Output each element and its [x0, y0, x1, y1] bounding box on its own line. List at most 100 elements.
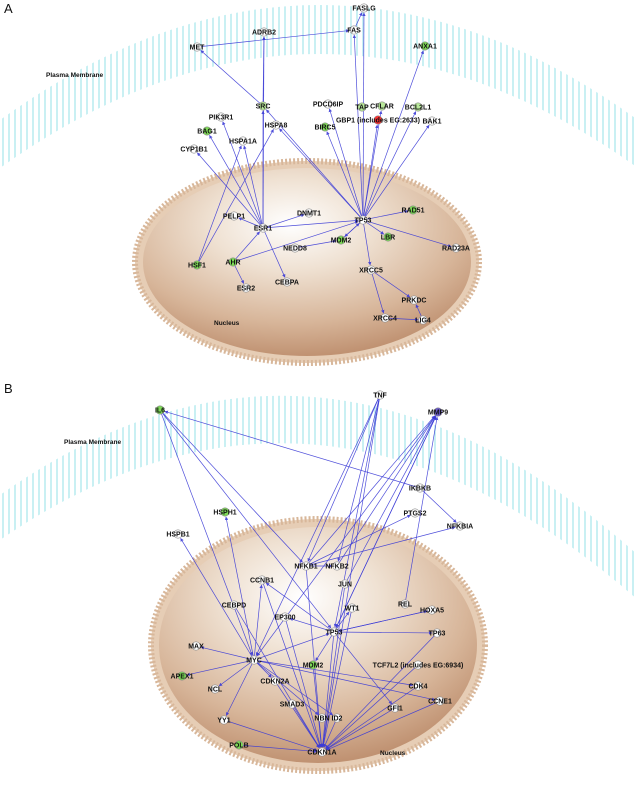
node-cdk4[interactable]: CDK4 — [408, 681, 428, 691]
node-met[interactable]: MET — [190, 42, 206, 52]
node-nfkb1[interactable]: NFKB1 — [294, 561, 318, 571]
node-xrcc5[interactable]: XRCC5 — [359, 265, 383, 275]
node-lig4[interactable]: LIG4 — [415, 315, 431, 325]
node-pdcd6ip-label: PDCD6IP — [313, 102, 344, 109]
node-fas[interactable]: FAS — [347, 25, 361, 35]
node-ncl[interactable]: NCL — [208, 684, 223, 694]
node-birc5-shape — [320, 122, 330, 132]
node-ep300[interactable]: EP300 — [274, 612, 296, 622]
node-birc5[interactable]: BIRC5 — [314, 122, 336, 132]
node-src[interactable]: SRC — [256, 101, 271, 111]
node-cebpd-label: CEBPD — [222, 603, 247, 610]
node-gbp1[interactable]: GBP1 (includes EG:2633) — [336, 115, 420, 125]
node-dnmt1-shape — [304, 208, 314, 218]
edge-esr1-to-cebpa — [262, 227, 286, 278]
node-mmp9-label: MMP9 — [428, 410, 448, 417]
node-id2-shape — [332, 713, 342, 723]
node-mmp9[interactable]: MMP9 — [428, 407, 448, 417]
node-esr2-label: ESR2 — [237, 286, 255, 293]
node-mdm2[interactable]: MDM2 — [303, 660, 324, 670]
node-ccne1[interactable]: CCNE1 — [428, 696, 452, 706]
node-pik3r1-label: PIK3R1 — [209, 115, 234, 122]
node-cflar[interactable]: CFLAR — [370, 101, 394, 111]
node-max[interactable]: MAX — [188, 641, 204, 651]
node-wt1[interactable]: WT1 — [345, 603, 360, 613]
node-nedd8-shape — [290, 243, 300, 253]
node-hspa8[interactable]: HSPA8 — [265, 120, 288, 130]
node-hsph1-shape — [220, 507, 230, 517]
node-esr1[interactable]: ESR1 — [254, 223, 272, 233]
node-nedd8[interactable]: NEDD8 — [283, 243, 307, 253]
node-tcf7l2[interactable]: TCF7L2 (includes EG:6934) — [373, 660, 464, 670]
node-bcl2l1[interactable]: BCL2L1 — [405, 102, 432, 112]
node-jun[interactable]: JUN — [338, 579, 352, 589]
node-prkdc[interactable]: PRKDC — [402, 295, 427, 305]
node-nfkb2[interactable]: NFKB2 — [325, 561, 349, 571]
edge-xrcc4-to-lig4 — [384, 317, 419, 322]
node-ahr[interactable]: AHR — [225, 257, 241, 267]
node-ptgs2[interactable]: PTGS2 — [404, 508, 427, 518]
node-hspa1a[interactable]: HSPA1A — [229, 136, 257, 146]
node-pelp1[interactable]: PELP1 — [223, 211, 245, 221]
node-tp53[interactable]: TP53 — [355, 215, 372, 225]
node-ccnb1-shape — [257, 575, 267, 585]
node-adrb2[interactable]: ADRB2 — [252, 27, 276, 37]
node-hsph1[interactable]: HSPH1 — [213, 507, 237, 517]
edge-myc-to-nbn — [253, 659, 319, 716]
node-ccnb1[interactable]: CCNB1 — [250, 575, 274, 585]
node-cebpa[interactable]: CEBPA — [275, 277, 299, 287]
node-gfi1[interactable]: GFI1 — [387, 703, 403, 713]
edge-tp53-to-mdm2 — [315, 631, 335, 662]
node-tp53[interactable]: TP53 — [326, 627, 343, 637]
node-hspb1[interactable]: HSPB1 — [166, 529, 190, 539]
node-nbn[interactable]: NBN — [314, 713, 330, 723]
node-tap-label: TAP — [355, 105, 369, 112]
node-il6[interactable]: IL6 — [155, 405, 165, 415]
node-tap[interactable]: TAP — [355, 102, 369, 112]
node-tp63[interactable]: TP63 — [429, 628, 446, 638]
node-ep300-label: EP300 — [274, 615, 295, 622]
node-nfkb1-label: NFKB1 — [294, 564, 317, 571]
node-pik3r1[interactable]: PIK3R1 — [209, 112, 234, 122]
node-pdcd6ip[interactable]: PDCD6IP — [313, 99, 344, 109]
node-dnmt1[interactable]: DNMT1 — [297, 208, 321, 218]
node-esr2[interactable]: ESR2 — [237, 283, 255, 293]
node-xrcc4[interactable]: XRCC4 — [373, 313, 397, 323]
edge-myc-to-max — [200, 646, 255, 661]
node-rad51-label: RAD51 — [402, 208, 425, 215]
edge-tp53-to-rad23a — [362, 219, 452, 248]
node-hspa1a-shape — [238, 136, 248, 146]
node-apex1[interactable]: APEX1 — [171, 671, 194, 681]
node-cyp1b1-shape — [189, 144, 199, 154]
node-bag1[interactable]: BAG1 — [197, 126, 217, 136]
node-hoxa5[interactable]: HOXA5 — [420, 605, 444, 615]
node-id2[interactable]: ID2 — [332, 713, 343, 723]
node-gfi1-label: GFI1 — [387, 706, 403, 713]
node-faslg[interactable]: FASLG — [352, 3, 376, 13]
node-tcf7l2-shape — [413, 660, 423, 670]
node-lbr[interactable]: LBR — [381, 232, 395, 242]
node-ikbkb[interactable]: IKBKB — [409, 483, 431, 493]
node-polb[interactable]: POLB — [229, 740, 249, 750]
node-rad23a[interactable]: RAD23A — [442, 243, 470, 253]
node-tnf[interactable]: TNF — [373, 390, 388, 400]
node-nfkbia[interactable]: NFKBIA — [447, 521, 473, 531]
node-cdkn1a[interactable]: CDKN1A — [307, 747, 337, 757]
node-mdm2[interactable]: MDM2 — [331, 235, 352, 245]
node-rel[interactable]: REL — [398, 599, 413, 609]
node-rad51[interactable]: RAD51 — [402, 205, 425, 215]
node-hsf1[interactable]: HSF1 — [188, 260, 206, 270]
edge-esr1-to-hspa1a — [243, 145, 264, 229]
node-cdkn2a[interactable]: CDKN2A — [260, 676, 290, 686]
node-rel-shape — [400, 599, 410, 609]
node-cyp1b1[interactable]: CYP1B1 — [180, 144, 208, 154]
node-bak1[interactable]: BAK1 — [422, 116, 442, 126]
node-gfi1-shape — [390, 703, 400, 713]
node-cebpd[interactable]: CEBPD — [222, 600, 247, 610]
node-anxa1[interactable]: ANXA1 — [413, 41, 437, 51]
node-smad3[interactable]: SMAD3 — [280, 699, 305, 709]
plasma-membrane-b — [0, 395, 638, 600]
node-myc[interactable]: MYC — [246, 655, 262, 665]
node-yy1[interactable]: YY1 — [217, 715, 231, 725]
edge-myc-to-id2 — [253, 659, 334, 716]
